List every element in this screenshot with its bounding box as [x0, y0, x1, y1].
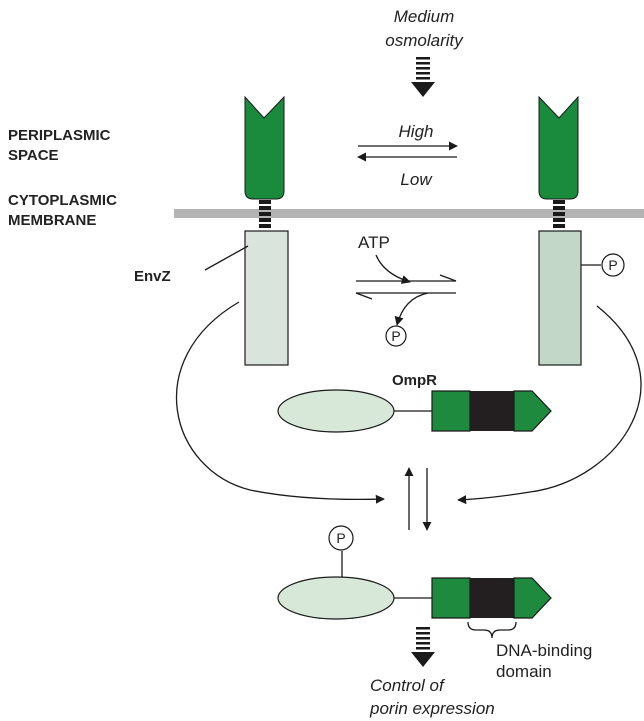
- medium-label-line2: osmolarity: [385, 31, 464, 50]
- dna-binding-label-line2: domain: [496, 662, 552, 681]
- phosphate-out-arrow: [394, 292, 429, 326]
- cytoplasmic-membrane: [174, 209, 644, 218]
- periplasmic-label-line1: PERIPLASMIC: [8, 127, 111, 144]
- envz-cytoplasmic-domain-right: [538, 230, 582, 366]
- ompr-receiver-domain: [277, 389, 395, 433]
- envz-to-ompr-curve-left: [175, 301, 385, 504]
- ompr-phosphate: [328, 525, 354, 551]
- envz-to-ompr-curve-right: [457, 305, 642, 505]
- envz-phosphate: P: [601, 253, 625, 277]
- periplasmic-label-line2: SPACE: [8, 147, 59, 164]
- transmembrane-segment-right: [553, 200, 565, 228]
- envz-leader-line: [204, 245, 249, 271]
- ompr-domain-black: [470, 391, 514, 431]
- cytoplasmic-label-line2: MEMBRANE: [8, 212, 96, 229]
- envz-cytoplasmic-domain-left: [244, 230, 289, 366]
- ompr-p-domain-green-tip: [513, 577, 552, 619]
- dna-binding-label-line1: DNA-binding: [496, 641, 592, 660]
- phosphate-released: P: [385, 325, 407, 347]
- cytoplasmic-label-line1: CYTOPLASMIC: [8, 192, 117, 209]
- ompr-domain-green-left: [431, 390, 471, 432]
- envz-receptor-right: [538, 95, 579, 200]
- low-label: Low: [400, 170, 433, 189]
- ompr-p-domain-green-left: [431, 577, 471, 619]
- ompr-unphosphorylated: [277, 389, 552, 433]
- porin-dashed-arrow-icon: [411, 627, 435, 667]
- atp-label: ATP: [358, 233, 390, 252]
- phosphate-released-label: P: [391, 328, 400, 344]
- osmolarity-dashed-arrow-icon: [411, 57, 435, 97]
- ompr-label: OmpR: [392, 372, 437, 389]
- envz-receptor-left: [244, 95, 285, 200]
- dna-binding-brace: [467, 621, 517, 639]
- control-label-line1: Control of: [370, 676, 446, 695]
- ompr-phosphorylated: P: [277, 525, 552, 620]
- atp-in-arrow: [375, 254, 411, 284]
- control-label-line2: porin expression: [369, 699, 495, 718]
- reaction-half-arrow-bottom-icon: [355, 292, 373, 300]
- medium-label-line1: Medium: [394, 7, 454, 26]
- envz-phosphate-label: P: [608, 257, 617, 273]
- transmembrane-segment-left: [259, 200, 271, 228]
- ompr-domain-green-tip: [513, 390, 552, 432]
- reaction-half-arrow-top-icon: [439, 274, 457, 282]
- ompr-p-receiver-domain: [277, 576, 395, 620]
- high-label: High: [399, 122, 434, 141]
- envz-label: EnvZ: [134, 268, 171, 285]
- ompr-p-domain-black: [470, 578, 514, 618]
- ompr-phosphate-label: P: [336, 530, 345, 546]
